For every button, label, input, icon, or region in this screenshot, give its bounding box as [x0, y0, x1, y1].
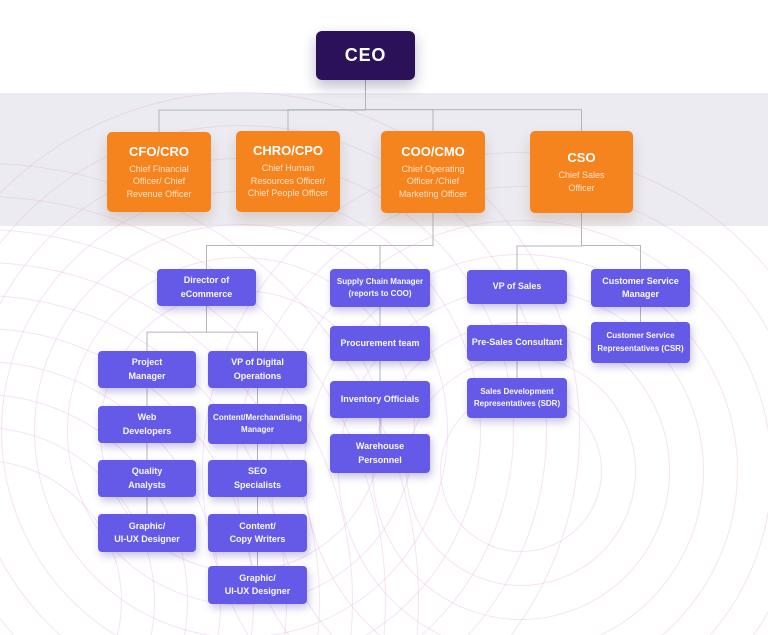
org-node-supply-chain-manager: Supply Chain Manager (reports to COO) [330, 269, 430, 307]
node-title: CFO/CRO [129, 143, 189, 159]
node-title: Quality Analysts [128, 466, 166, 490]
node-title: Sales Development Representatives (SDR) [473, 386, 561, 408]
node-title: VP of Digital Operations [231, 357, 284, 381]
node-title: Graphic/ UI-UX Designer [224, 572, 291, 597]
node-title: Pre-Sales Consultant [471, 337, 563, 348]
org-node-warehouse-personnel: Warehouse Personnel [330, 434, 430, 473]
node-title: Graphic/ UI-UX Designer [114, 520, 180, 545]
node-title: VP of Sales [492, 281, 542, 292]
node-subtitle: Chief Human Resources Officer/ Chief Peo… [247, 163, 329, 199]
node-title: Content/Merchandising Manager [213, 412, 302, 434]
org-node-cfo-cro: CFO/CRO Chief Financial Officer/ Chief R… [107, 132, 211, 212]
node-title: Customer Service Representatives (CSR) [597, 331, 684, 353]
node-title: CHRO/CPO [252, 143, 324, 159]
decorative-ring [0, 158, 514, 635]
org-node-vp-digital-operations: VP of Digital Operations [208, 351, 307, 388]
node-title: Customer Service Manager [602, 275, 679, 300]
node-title: Supply Chain Manager (reports to COO) [336, 276, 424, 298]
org-node-customer-service-manager: Customer Service Manager [591, 269, 690, 307]
node-title: Content/ Copy Writers [229, 520, 286, 545]
node-title: Procurement team [340, 337, 420, 348]
node-title: COO/CMO [401, 143, 465, 159]
decorative-ring [0, 361, 221, 635]
org-node-quality-analysts: Quality Analysts [98, 460, 196, 497]
node-subtitle: Chief Financial Officer/ Chief Revenue O… [126, 163, 192, 199]
org-node-graphic-uiux-designer-content: Graphic/ UI-UX Designer [208, 566, 307, 604]
node-subtitle: Chief Operating Officer /Chief Marketing… [398, 163, 468, 199]
org-node-cso: CSO Chief Sales Officer [530, 131, 633, 213]
org-node-seo-specialists: SEO Specialists [208, 460, 307, 497]
org-node-procurement-team: Procurement team [330, 326, 430, 361]
node-title: Director of eCommerce [180, 275, 233, 299]
org-node-graphic-uiux-designer-dev: Graphic/ UI-UX Designer [98, 514, 196, 552]
node-title: Project Manager [128, 357, 166, 381]
org-node-content-copy-writers: Content/ Copy Writers [208, 514, 307, 552]
org-node-project-manager: Project Manager [98, 351, 196, 388]
org-node-vp-of-sales: VP of Sales [467, 270, 567, 304]
org-node-sales-development-representatives: Sales Development Representatives (SDR) [467, 378, 567, 418]
node-title: CSO [567, 149, 596, 165]
node-title: CEO [344, 45, 387, 65]
node-subtitle: Chief Sales Officer [558, 169, 605, 193]
node-title: Inventory Officials [340, 393, 420, 404]
node-title: Web Developers [122, 412, 172, 436]
org-node-web-developers: Web Developers [98, 406, 196, 443]
org-node-coo-cmo: COO/CMO Chief Operating Officer /Chief M… [381, 131, 485, 213]
org-node-customer-service-representatives: Customer Service Representatives (CSR) [591, 322, 690, 363]
org-node-pre-sales-consultant: Pre-Sales Consultant [467, 325, 567, 361]
org-node-inventory-officials: Inventory Officials [330, 381, 430, 418]
org-node-chro-cpo: CHRO/CPO Chief Human Resources Officer/ … [236, 131, 340, 212]
org-node-ceo: CEO [316, 31, 415, 80]
org-node-content-merchandising-manager: Content/Merchandising Manager [208, 404, 307, 444]
node-title: SEO Specialists [233, 466, 282, 490]
org-node-director-ecommerce: Director of eCommerce [157, 269, 256, 306]
node-title: Warehouse Personnel [355, 441, 405, 465]
